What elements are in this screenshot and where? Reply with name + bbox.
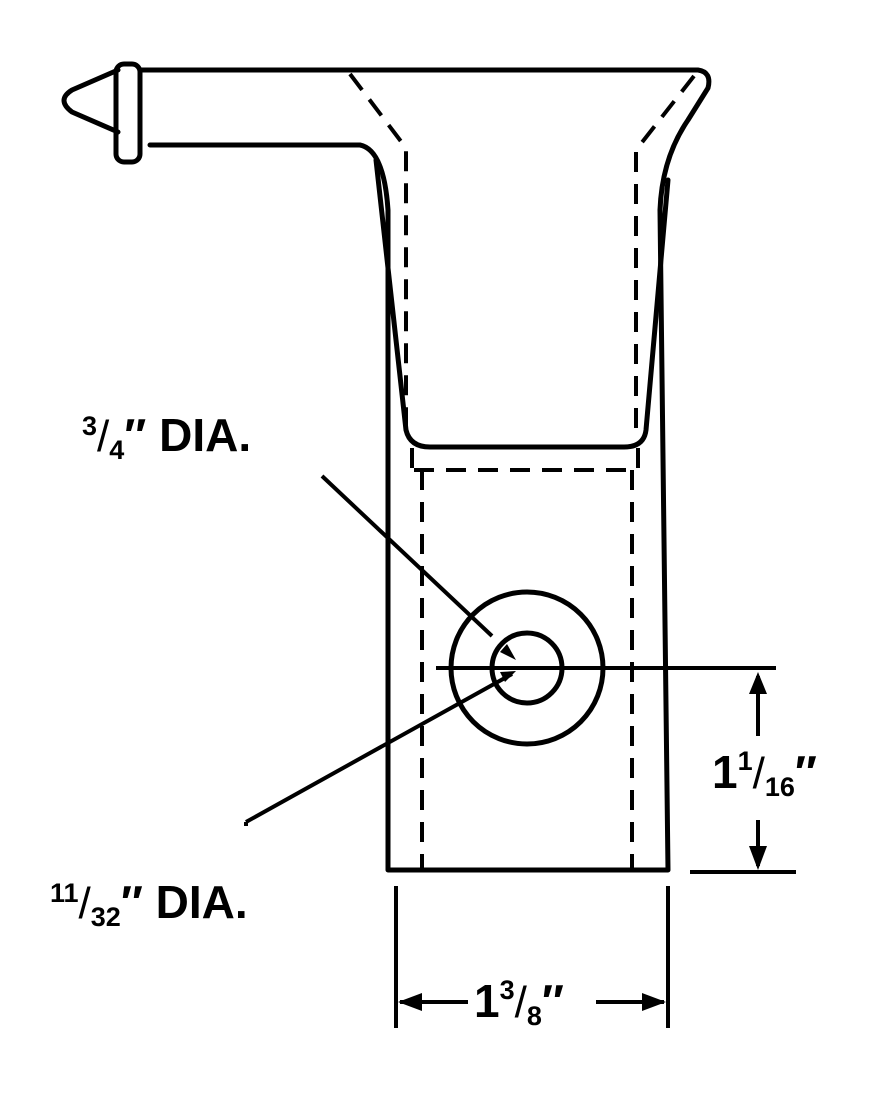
hidden-line-right-taper — [634, 74, 696, 430]
label-inner-dia: 11/32″ DIA. — [50, 876, 248, 932]
label-width: 13/8″ — [474, 975, 564, 1031]
leader-arrow-inner — [500, 671, 516, 682]
cone-tip — [61, 67, 121, 135]
leader-inner-dia — [244, 672, 513, 826]
label-height: 11/16″ — [712, 746, 817, 802]
leader-outer-dia — [320, 474, 494, 638]
funnel-cup — [373, 157, 671, 450]
leader-arrow-outer — [500, 644, 516, 660]
width-arrow-left — [398, 993, 422, 1011]
height-arrow-down — [749, 846, 767, 870]
label-outer-dia: 3/4″ DIA. — [82, 409, 251, 465]
width-arrow-right — [642, 993, 666, 1011]
height-arrow-up — [749, 672, 767, 694]
collar-ring — [113, 61, 143, 165]
